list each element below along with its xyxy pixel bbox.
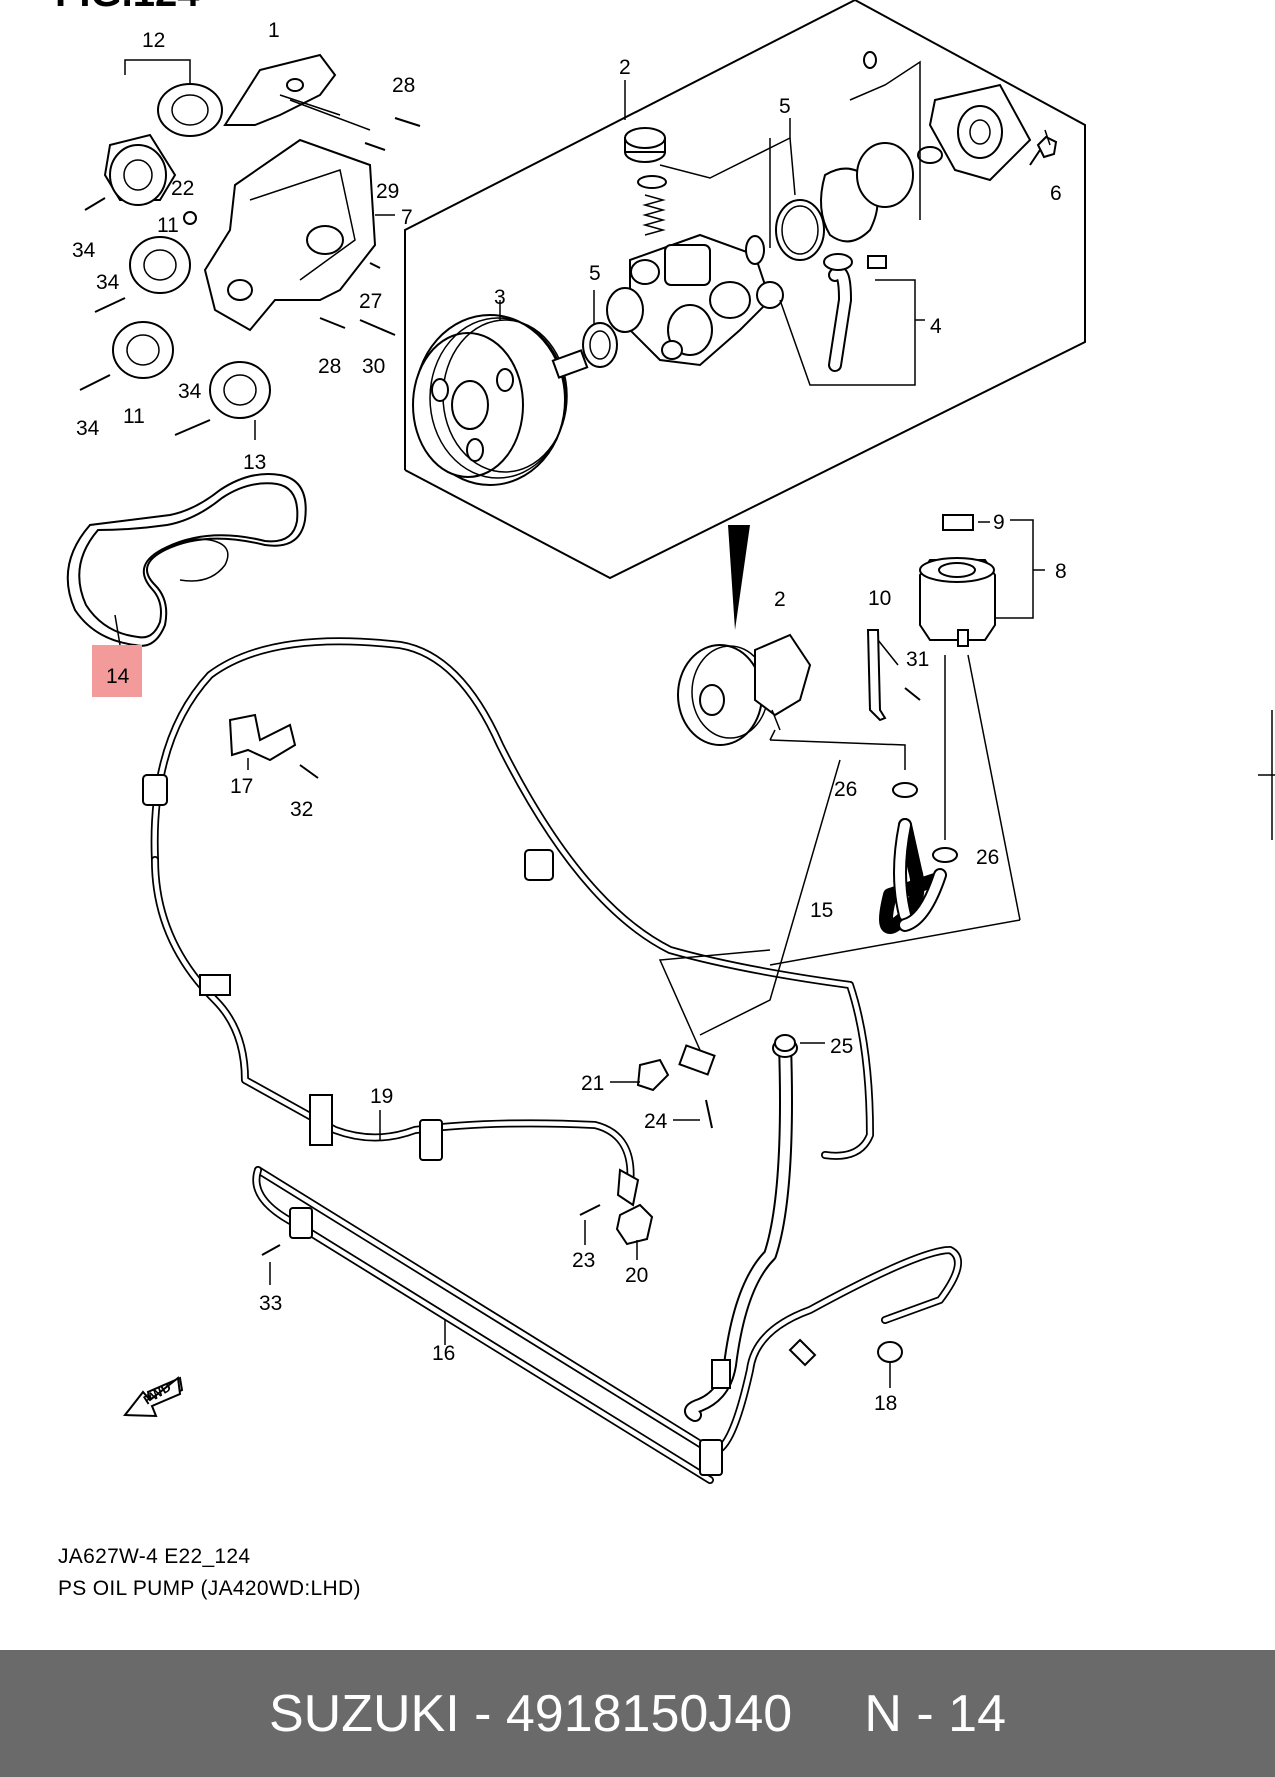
callout-28: 28 <box>318 355 341 378</box>
bolts-left <box>79 117 421 436</box>
callout-22: 22 <box>171 177 194 200</box>
pump-cap-spring <box>624 127 784 309</box>
callout-34: 34 <box>72 239 96 262</box>
return-hose-part-16 <box>252 1038 962 1484</box>
callout-13: 13 <box>243 451 266 474</box>
callout-25: 25 <box>830 1035 853 1058</box>
parts-diagram: FIG.124 <box>55 0 1275 1484</box>
separator: - <box>459 1684 506 1743</box>
clamp-part-25 <box>774 1034 825 1052</box>
callout-33: 33 <box>259 1292 282 1315</box>
callout-2: 2 <box>774 588 786 611</box>
bolt-part-33 <box>261 1244 281 1285</box>
callout-15: 15 <box>810 899 833 922</box>
reservoir-outlet-leader <box>967 654 1021 921</box>
callout-10: 10 <box>868 587 891 610</box>
callout-9: 9 <box>993 511 1005 534</box>
callout-28: 28 <box>392 74 415 97</box>
callout-3: 3 <box>494 286 506 309</box>
callout-24: 24 <box>644 1110 668 1133</box>
callout-5: 5 <box>779 95 791 118</box>
callout-8: 8 <box>1055 560 1067 583</box>
mount-bracket-part-7 <box>203 138 395 332</box>
pump-outlet-hose-part-4 <box>823 253 887 372</box>
callout-numbers: 1 12 28 2 5 6 29 7 22 34 11 34 27 28 30 … <box>72 19 1067 1415</box>
pump-body <box>606 233 772 367</box>
seal-rings <box>775 51 943 261</box>
callout-26: 26 <box>976 846 999 869</box>
callout-6: 6 <box>1050 182 1062 205</box>
clip-part-20 <box>615 1203 654 1260</box>
return-hose-part-15 <box>879 782 958 934</box>
callout-34: 34 <box>96 271 120 294</box>
fwd-arrow-icon: FWD <box>122 1376 184 1418</box>
callout-21: 21 <box>581 1072 604 1095</box>
pressure-hose-part-19 <box>142 637 874 1207</box>
idler-pulley-part-13 <box>209 361 271 440</box>
box-leader-lines <box>499 60 1051 386</box>
callout-26: 26 <box>834 778 857 801</box>
reservoir-part-8 <box>919 514 1045 647</box>
tensioner-part-12 <box>103 59 223 206</box>
callout-34: 34 <box>178 380 202 403</box>
clamp-part-18 <box>877 1341 903 1388</box>
callout-30: 30 <box>362 355 385 378</box>
callout-32: 32 <box>290 798 313 821</box>
callout-1: 1 <box>268 19 280 42</box>
callout-12: 12 <box>142 29 165 52</box>
callout-23: 23 <box>572 1249 595 1272</box>
idler-pulleys-part-11 <box>112 236 191 379</box>
bracket-leader-21 <box>658 949 771 1051</box>
callout-16: 16 <box>432 1342 455 1365</box>
pump-assembly-view <box>677 525 906 770</box>
reference-number: N - 14 <box>864 1684 1007 1743</box>
callout-20: 20 <box>625 1264 648 1287</box>
drive-belt-part-14 <box>66 473 307 647</box>
frame-leader <box>769 919 1021 966</box>
pump-cover-plate <box>928 83 1058 182</box>
pump-hose-leaders <box>699 759 841 1036</box>
bracket-part-21 <box>610 1058 713 1129</box>
oil-seal-part-5 <box>582 322 618 368</box>
callout-27: 27 <box>359 290 382 313</box>
figure-title: FIG.124 <box>55 0 200 15</box>
diagram-description: PS OIL PUMP (JA420WD:LHD) <box>58 1577 361 1600</box>
callout-2: 2 <box>619 56 631 79</box>
callout-17: 17 <box>230 775 253 798</box>
callout-34: 34 <box>76 417 100 440</box>
part-number: 4918150J40 <box>505 1684 793 1743</box>
callout-5: 5 <box>589 262 601 285</box>
callout-19: 19 <box>370 1085 393 1108</box>
bracket-part-1 <box>223 53 371 131</box>
bolt-part-23 <box>579 1204 601 1245</box>
footer-gap <box>792 1684 864 1744</box>
callout-14: 14 <box>106 665 130 688</box>
callout-29: 29 <box>376 180 399 203</box>
reservoir-bracket-part-10 <box>866 629 921 722</box>
callout-18: 18 <box>874 1392 897 1415</box>
part-info-banner: SUZUKI - 4918150J40 N - 14 <box>0 1650 1275 1777</box>
oil-seal-inner <box>589 330 611 360</box>
callout-11: 11 <box>123 405 145 428</box>
callout-11: 11 <box>157 214 179 237</box>
pump-pulley-part-3 <box>412 314 589 486</box>
callout-4: 4 <box>930 315 942 338</box>
callout-7: 7 <box>401 206 413 229</box>
callout-highlight-14 <box>92 645 142 697</box>
brand-name: SUZUKI <box>268 1684 460 1743</box>
diagram-code: JA627W-4 E22_124 <box>58 1545 251 1568</box>
callout-31: 31 <box>906 648 929 671</box>
pump-exploded-box <box>404 0 1086 580</box>
clamp-part-17 <box>228 713 319 779</box>
